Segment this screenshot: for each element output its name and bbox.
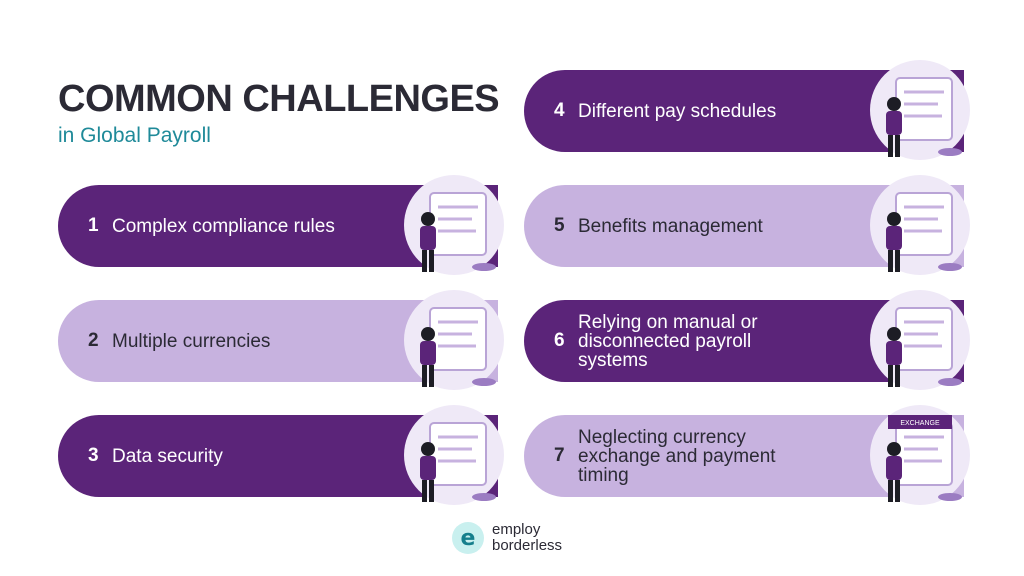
exchange-sign: EXCHANGE (900, 420, 940, 427)
logo-mark-icon: e (452, 522, 484, 554)
currency-coins-illustration (404, 290, 504, 390)
challenge-number: 2 (88, 330, 99, 351)
challenge-label: Neglecting currency exchange and payment… (578, 426, 776, 486)
logo-text: employ borderless (492, 522, 562, 554)
challenge-item-6: 6 Relying on manual or disconnected payr… (524, 290, 970, 390)
umbrella-benefits-illustration (870, 175, 970, 275)
page-subtitle: in Global Payroll (58, 124, 211, 147)
challenge-label: Multiple currencies (112, 330, 271, 352)
challenge-label: Complex compliance rules (112, 215, 335, 237)
clipboard-chart-illustration (870, 290, 970, 390)
challenge-number: 3 (88, 445, 99, 466)
challenge-item-3: 3 Data security (58, 405, 504, 505)
challenge-item-7: 7 Neglecting currency exchange and payme… (524, 405, 970, 505)
challenge-number: 1 (88, 215, 99, 236)
calendar-hourglass-illustration (870, 60, 970, 160)
challenge-number: 6 (554, 330, 565, 351)
logo-line-2: borderless (492, 537, 563, 554)
challenge-label: Relying on manual or disconnected payrol… (578, 311, 758, 371)
challenge-label: Data security (112, 445, 223, 467)
brand-logo: e employ borderless (452, 522, 562, 554)
challenge-number: 4 (554, 100, 565, 121)
challenge-item-2: 2 Multiple currencies (58, 290, 504, 390)
page-title: COMMON CHALLENGES (58, 78, 500, 120)
compliance-magnifier-illustration (404, 175, 504, 275)
challenge-item-4: 4 Different pay schedules (524, 60, 970, 160)
exchange-booth-illustration: EXCHANGE (870, 405, 970, 505)
challenge-label: Benefits management (578, 215, 763, 237)
challenge-number: 7 (554, 445, 565, 466)
security-lock-illustration (404, 405, 504, 505)
challenge-item-1: 1 Complex compliance rules (58, 175, 504, 275)
challenge-number: 5 (554, 215, 565, 236)
challenge-label: Different pay schedules (578, 100, 777, 122)
challenge-item-5: 5 Benefits management (524, 175, 970, 275)
logo-line-1: employ (492, 521, 541, 538)
